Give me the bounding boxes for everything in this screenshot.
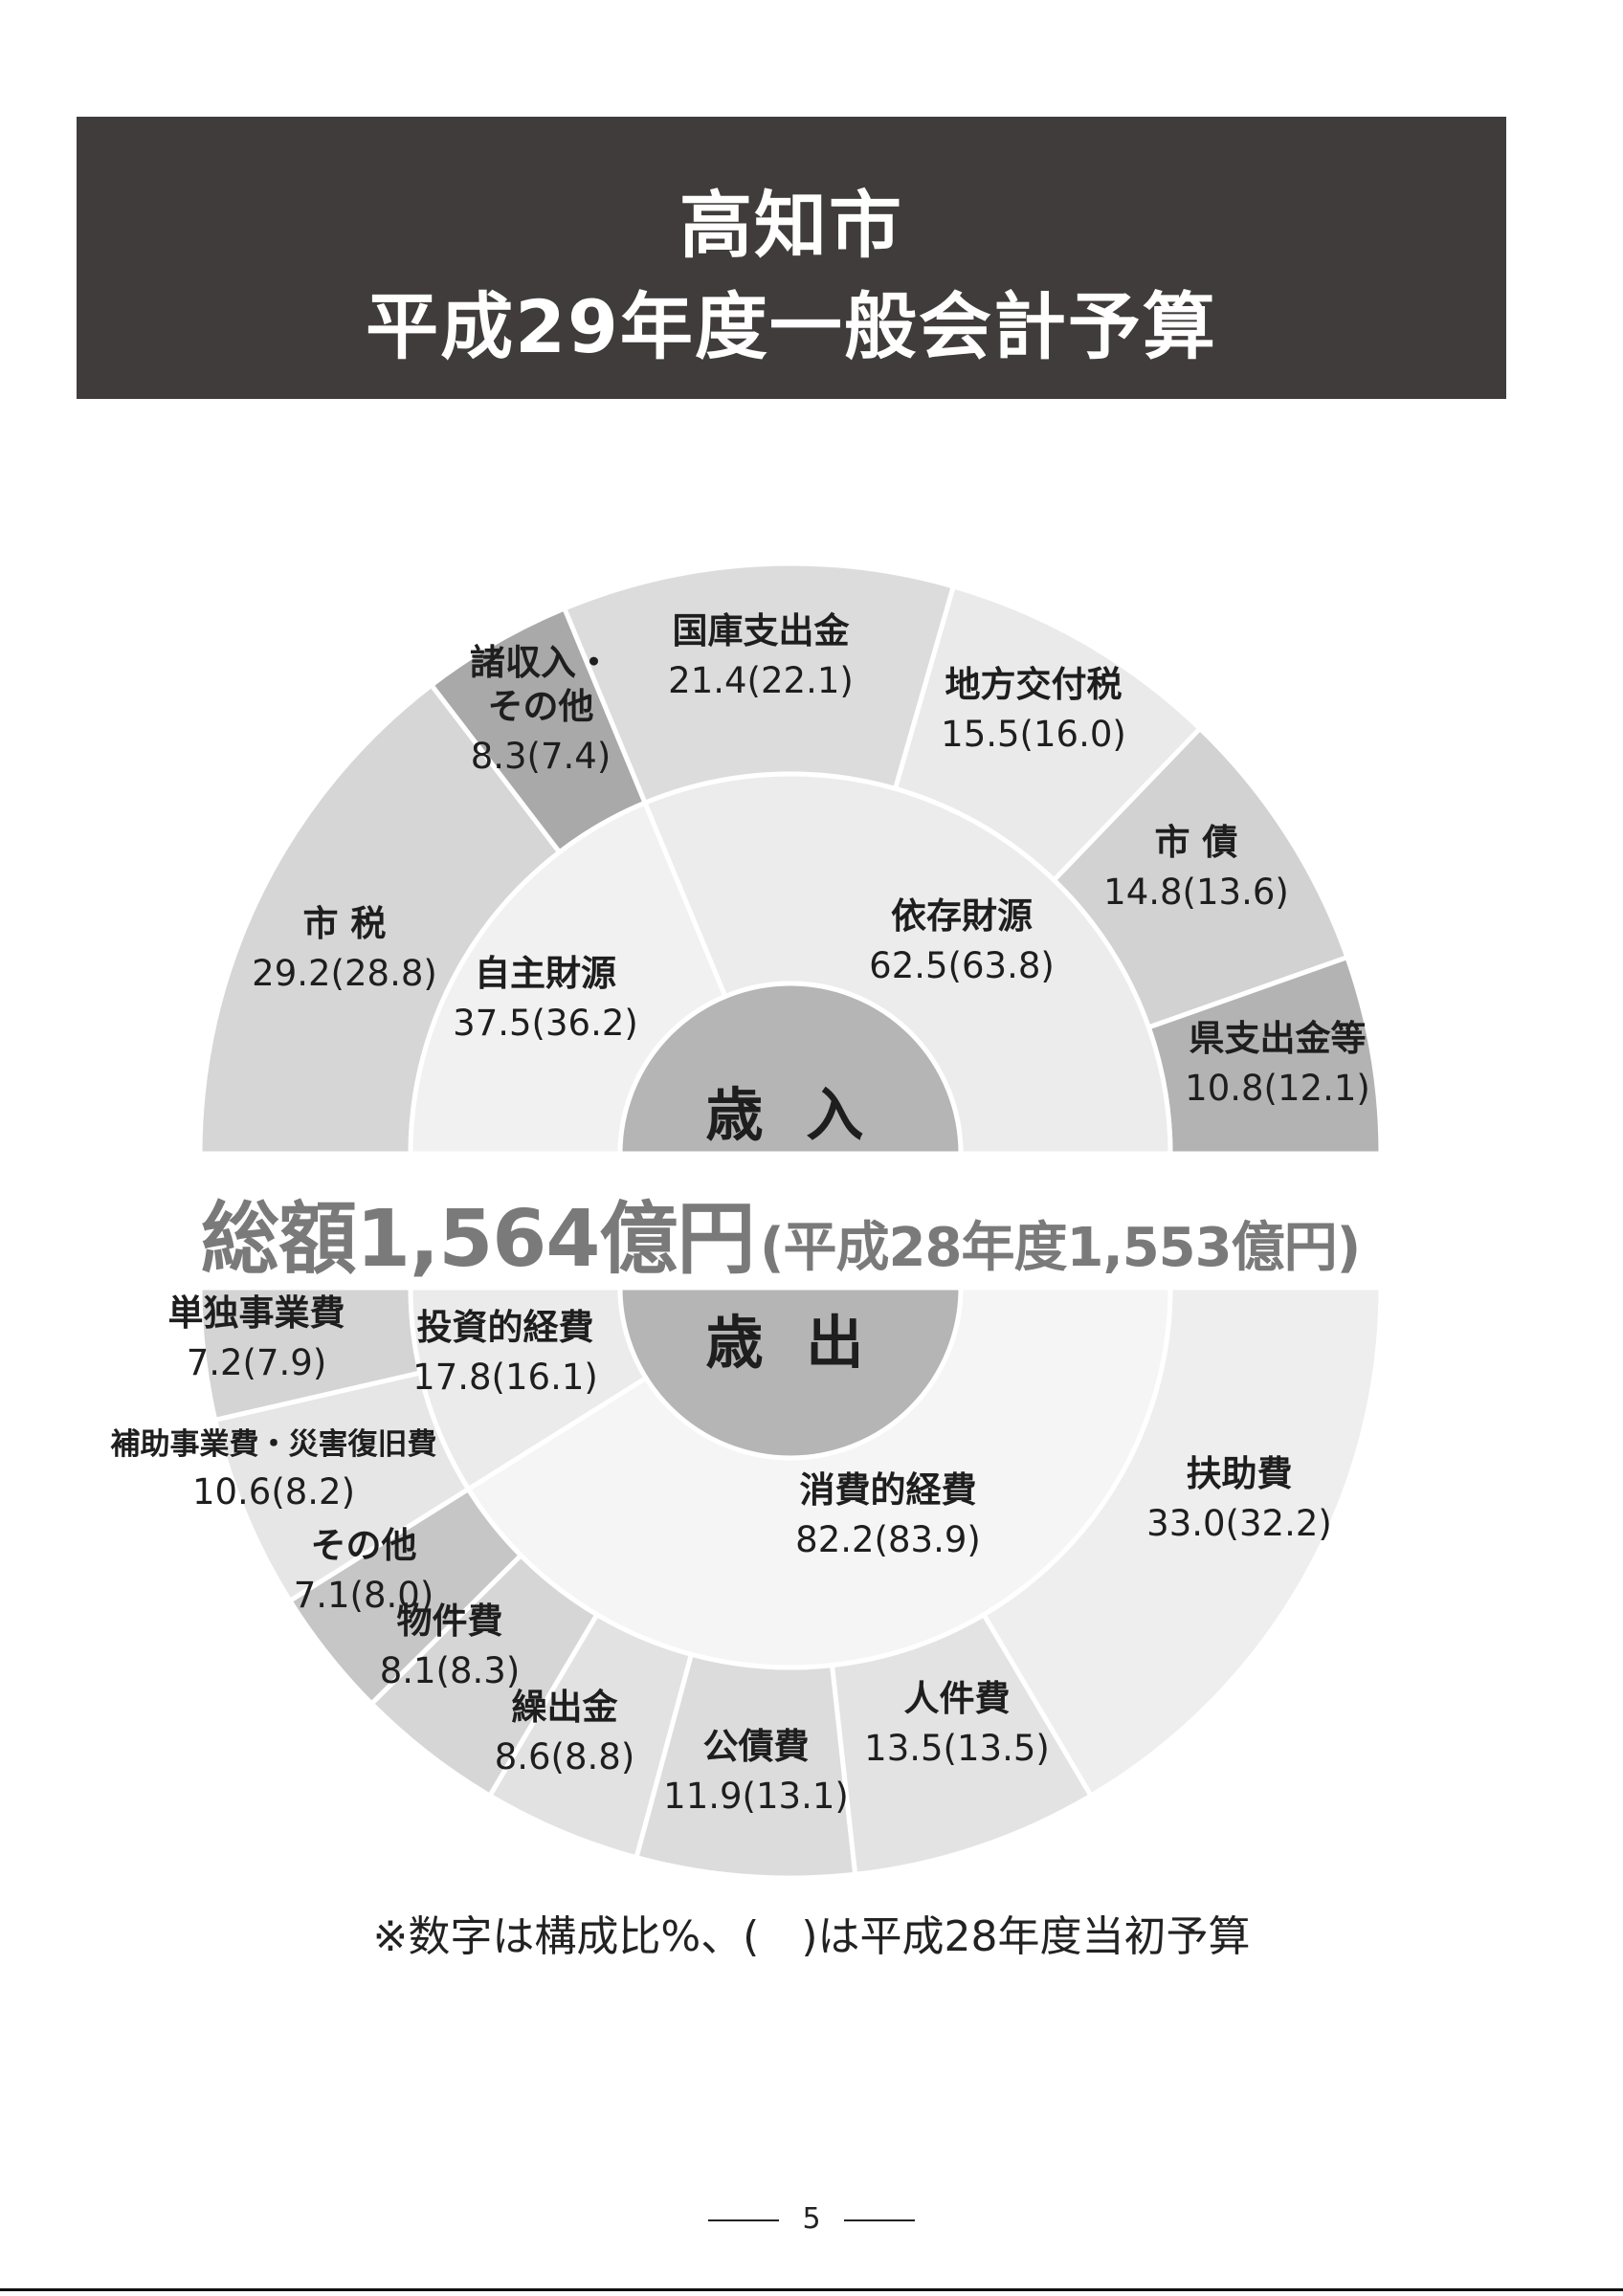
expenditure-outer-label-5-value: 11.9(13.1) xyxy=(663,1776,849,1817)
expenditure-inner-label-1-name: 消費的経費 xyxy=(800,1469,977,1511)
revenue-outer-label-0-value: 29.2(28.8) xyxy=(252,953,437,994)
expenditure-outer-label-3-name: 物件費 xyxy=(397,1601,503,1642)
expenditure-center-slice xyxy=(617,1285,964,1461)
expenditure-outer-label-1-name: 補助事業費・災害復旧費 xyxy=(110,1427,437,1462)
revenue-center-slice xyxy=(617,981,964,1157)
expenditure-outer-label-5-name: 公債費 xyxy=(703,1726,810,1767)
revenue-outer-label-3-name: 地方交付税 xyxy=(945,664,1123,705)
revenue-center-label: 歳 入 xyxy=(706,1083,876,1150)
expenditure-center-label: 歳 出 xyxy=(706,1311,876,1378)
page-number: 5 xyxy=(802,2202,821,2236)
total-amount-current: 総額1,564億円 xyxy=(201,1194,755,1285)
revenue-labels: 歳 入 自主財源 37.5(36.2) 依存財源 62.5(63.8) 市 税 29.2(2… xyxy=(252,610,1370,1150)
revenue-outer-label-0-name: 市 税 xyxy=(303,903,387,944)
footer-rule-right xyxy=(843,2219,915,2221)
total-amount: 総額1,564億円 (平成28年度1,553億円) xyxy=(201,1175,1445,1289)
expenditure-inner-label-1-value: 82.2(83.9) xyxy=(795,1519,981,1560)
expenditure-outer-label-0-value: 7.2(7.9) xyxy=(187,1342,327,1383)
expenditure-inner-label-0-name: 投資的経費 xyxy=(417,1307,594,1348)
revenue-outer-label-4-name: 市 債 xyxy=(1155,822,1238,863)
footer-rule-left xyxy=(708,2219,780,2221)
expenditure-outer-label-6-value: 13.5(13.5) xyxy=(864,1728,1050,1769)
expenditure-outer-label-0-name: 単独事業費 xyxy=(168,1292,345,1334)
revenue-outer-label-4-value: 14.8(13.6) xyxy=(1103,872,1289,913)
expenditure-outer-label-6-name: 人件費 xyxy=(904,1678,1011,1719)
expenditure-outer-label-2-value: 7.1(8.0) xyxy=(294,1575,434,1616)
revenue-outer-label-2-value: 21.4(22.1) xyxy=(668,660,854,701)
title-city: 高知市 xyxy=(679,183,903,268)
revenue-outer-label-2-name: 国庫支出金 xyxy=(673,610,851,651)
revenue-outer-label-1-name-1: その他 xyxy=(488,686,594,727)
revenue-group xyxy=(197,561,1384,1157)
revenue-outer-label-5-name: 県支出金等 xyxy=(1189,1018,1367,1059)
expenditure-labels: 歳 出 投資的経費 17.8(16.1) 消費的経費 82.2(83.9) 単独事業費 7.… xyxy=(110,1292,1332,1817)
expenditure-outer-label-2-name: その他 xyxy=(311,1525,417,1566)
revenue-inner-label-0-value: 37.5(36.2) xyxy=(453,1003,638,1044)
title-banner: 高知市 平成29年度一般会計予算 xyxy=(77,117,1506,399)
total-amount-previous: (平成28年度1,553億円) xyxy=(759,1217,1361,1279)
expenditure-group xyxy=(197,1285,1384,1881)
page-footer: 5 xyxy=(0,2202,1623,2236)
revenue-outer-label-1-value: 8.3(7.4) xyxy=(471,736,611,777)
revenue-inner-label-0-name: 自主財源 xyxy=(475,953,616,994)
expenditure-outer-label-7-name: 扶助費 xyxy=(1187,1453,1293,1494)
expenditure-outer-label-7-value: 33.0(32.2) xyxy=(1146,1503,1332,1544)
expenditure-outer-label-4-name: 繰出金 xyxy=(512,1687,619,1728)
bottom-rule xyxy=(0,2288,1623,2291)
expenditure-inner-label-0-value: 17.8(16.1) xyxy=(412,1357,598,1398)
expenditure-outer-label-4-value: 8.6(8.8) xyxy=(495,1736,635,1777)
revenue-inner-label-1-value: 62.5(63.8) xyxy=(869,945,1055,986)
revenue-outer-label-3-value: 15.5(16.0) xyxy=(941,714,1126,755)
expenditure-outer-label-3-value: 8.1(8.3) xyxy=(380,1650,521,1691)
revenue-outer-label-1-name-0: 諸収入・ xyxy=(470,642,611,683)
footnote: ※数字は構成比%、( )は平成28年度当初予算 xyxy=(372,1912,1251,1961)
revenue-outer-label-5-value: 10.8(12.1) xyxy=(1185,1068,1370,1109)
revenue-inner-label-1-name: 依存財源 xyxy=(891,895,1033,937)
expenditure-outer-label-1-value: 10.6(8.2) xyxy=(192,1471,355,1512)
title-budget: 平成29年度一般会計予算 xyxy=(366,284,1217,369)
